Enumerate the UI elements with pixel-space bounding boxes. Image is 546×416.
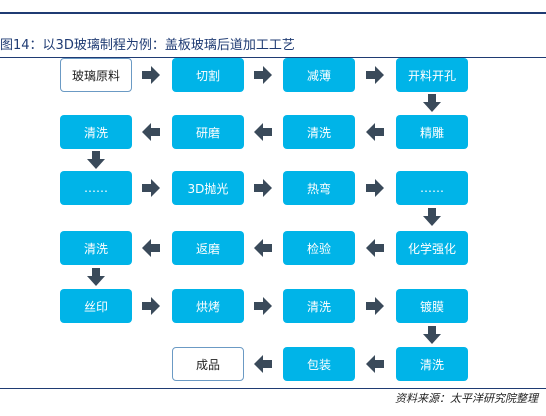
arrow-right-icon (254, 66, 272, 84)
header-rule (0, 12, 546, 14)
arrow-down-icon (423, 94, 441, 112)
footer-rule (0, 388, 546, 389)
arrow-down-icon (423, 326, 441, 344)
step-box: 成品 (172, 347, 244, 381)
arrow-right-icon (254, 297, 272, 315)
arrow-left-icon (366, 123, 384, 141)
arrow-left-icon (254, 123, 272, 141)
step-box: 清洗 (60, 231, 132, 265)
arrow-left-icon (366, 239, 384, 257)
arrow-right-icon (366, 66, 384, 84)
figure-title: 图14：以3D玻璃制程为例：盖板玻璃后道加工工艺 (0, 38, 295, 53)
step-box: 镀膜 (396, 289, 468, 323)
step-box: 切割 (172, 58, 244, 92)
arrow-left-icon (142, 239, 160, 257)
step-box: 检验 (283, 231, 355, 265)
step-box: 玻璃原料 (60, 58, 132, 92)
step-box: 3D抛光 (172, 171, 244, 205)
step-box: 清洗 (60, 115, 132, 149)
step-box: …… (60, 171, 132, 205)
arrow-right-icon (254, 179, 272, 197)
arrow-left-icon (254, 355, 272, 373)
arrow-right-icon (142, 179, 160, 197)
arrow-right-icon (142, 66, 160, 84)
step-box: 清洗 (396, 347, 468, 381)
step-box: 返磨 (172, 231, 244, 265)
arrow-right-icon (142, 297, 160, 315)
arrow-left-icon (142, 123, 160, 141)
arrow-down-icon (87, 268, 105, 286)
title-rule (0, 57, 546, 58)
step-box: 研磨 (172, 115, 244, 149)
arrow-down-icon (423, 208, 441, 226)
step-box: 清洗 (283, 115, 355, 149)
step-box: 包装 (283, 347, 355, 381)
arrow-right-icon (366, 179, 384, 197)
step-box: 烘烤 (172, 289, 244, 323)
step-box: 精雕 (396, 115, 468, 149)
step-box: 减薄 (283, 58, 355, 92)
step-box: 化学强化 (396, 231, 468, 265)
source-note: 资料来源：太平洋研究院整理 (395, 392, 538, 405)
step-box: 清洗 (283, 289, 355, 323)
step-box: 热弯 (283, 171, 355, 205)
arrow-left-icon (254, 239, 272, 257)
step-box: …… (396, 171, 468, 205)
step-box: 丝印 (60, 289, 132, 323)
arrow-left-icon (366, 355, 384, 373)
step-box: 开料开孔 (396, 58, 468, 92)
arrow-down-icon (87, 151, 105, 169)
arrow-right-icon (366, 297, 384, 315)
